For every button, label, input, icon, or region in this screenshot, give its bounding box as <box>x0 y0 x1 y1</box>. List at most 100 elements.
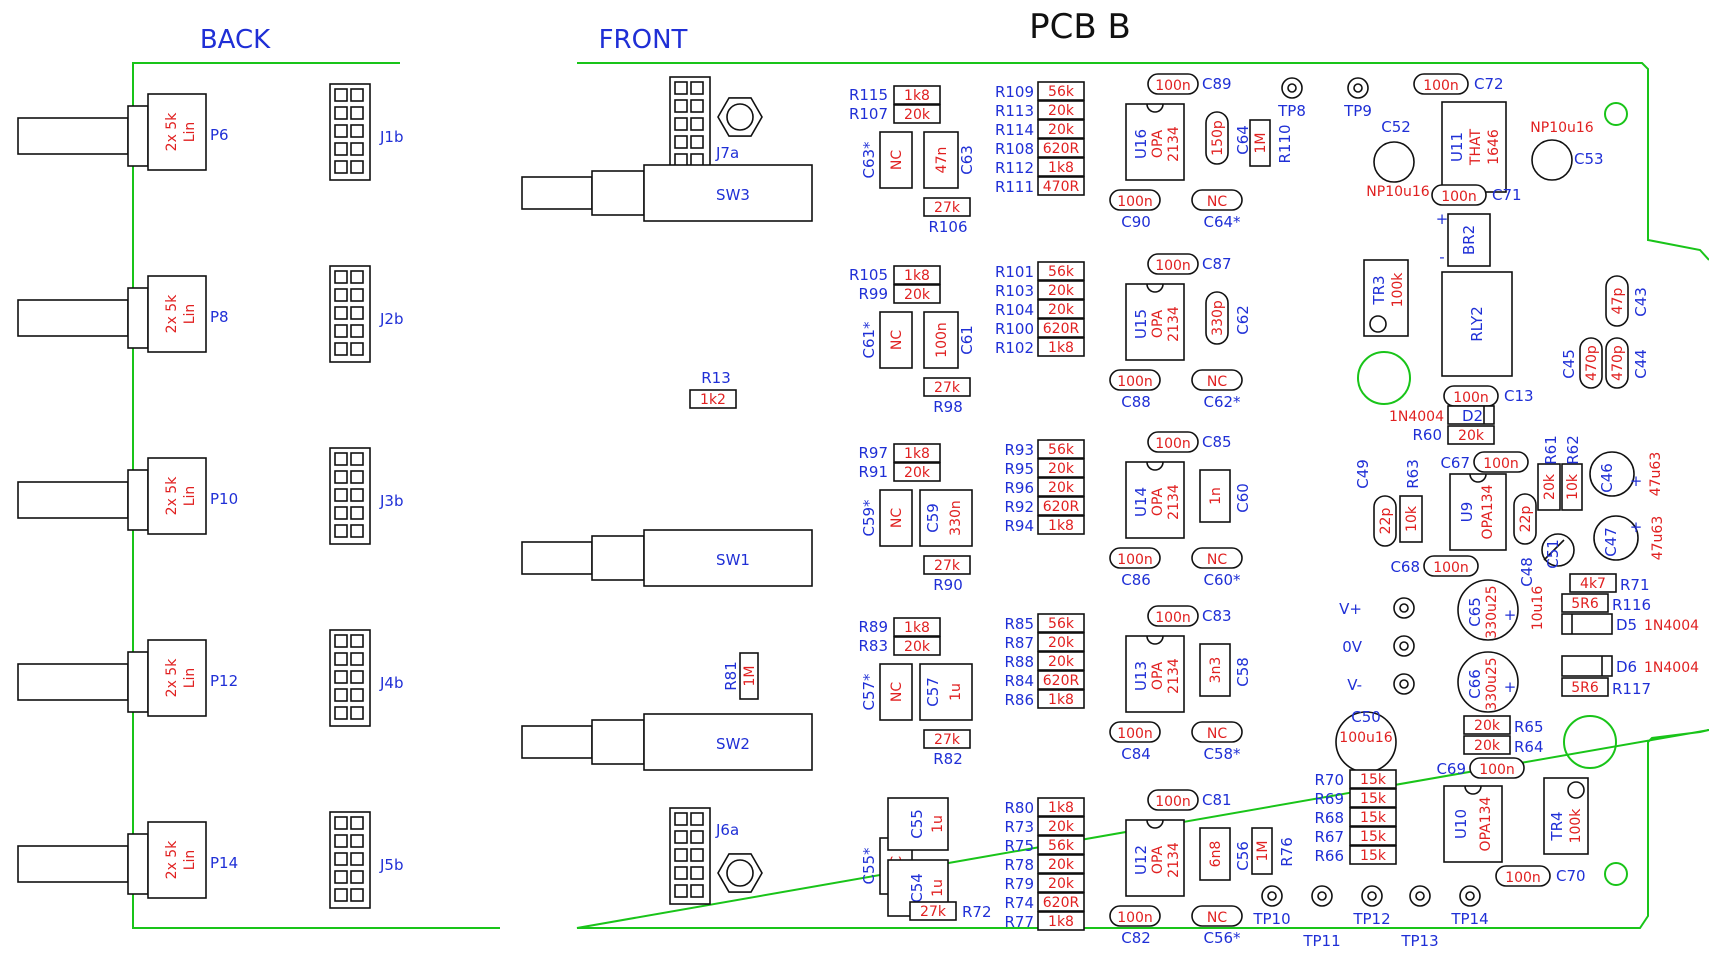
channel-1-r115-value: 1k8 <box>904 88 930 104</box>
channel-5-c-side-body <box>1199 827 1231 881</box>
resistor-r13-ref: R13 <box>701 369 731 387</box>
channel-2-c-bot-body <box>1109 369 1161 391</box>
tp-tp11-label: TP11 <box>1302 932 1340 950</box>
channel-2-r102-ref: R102 <box>995 339 1034 357</box>
channel-3-r93-ref: R93 <box>1004 441 1034 459</box>
c50-ref: C50 <box>1351 708 1381 726</box>
r116-value: 5R6 <box>1571 596 1599 612</box>
channel-5-opamp-ref: U12 <box>1132 845 1150 875</box>
d6-body <box>1561 655 1613 677</box>
pot-p6-shaft <box>17 117 129 155</box>
channel-5-r74-ref: R74 <box>1004 894 1034 912</box>
c65-plus: + <box>1504 606 1517 624</box>
channel-5-rbottom-body <box>909 901 957 921</box>
header-j6a-pin <box>690 884 704 898</box>
d6-value: 1N4004 <box>1644 660 1699 676</box>
pot-p12-bushing <box>127 651 149 713</box>
r117-body <box>1561 677 1609 697</box>
channel-2-rbottom-body <box>923 377 971 397</box>
r63-ref: R63 <box>1404 459 1422 489</box>
channel-4-r85-ref: R85 <box>1004 615 1034 633</box>
channel-5-cap-nc-ref: C55* <box>860 847 878 885</box>
c66-body <box>1457 651 1519 713</box>
pot-p6-value: 2x 5k <box>164 112 180 152</box>
pot-p6-taper: Lin <box>182 122 198 143</box>
channel-1-cap-nc-value: NC <box>889 150 905 170</box>
channel-4-rbottom-value: 27k <box>934 732 961 748</box>
channel-1-r112-value: 1k8 <box>1048 160 1074 176</box>
front-board-outline <box>576 62 1709 929</box>
channel-1-extra-ref: R110 <box>1276 124 1294 163</box>
channel-1-opamp-l1: OPA <box>1150 130 1166 159</box>
pot-p12-ref: P12 <box>210 672 238 690</box>
channel-3-cap-nc-ref: C59* <box>860 499 878 537</box>
header-j2b-pin <box>334 324 348 338</box>
header-j4b-pin <box>350 670 364 684</box>
channel-5-r78-ref: R78 <box>1004 856 1034 874</box>
channel-2-c-nc-value: NC <box>1207 374 1227 390</box>
channel-4-r85-body <box>1037 613 1085 633</box>
r62-value: 10k <box>1565 473 1581 500</box>
channel-5-c-side-ref: C56 <box>1234 841 1252 871</box>
channel-5-c55-body <box>887 797 949 851</box>
channel-1-r108-ref: R108 <box>995 140 1034 158</box>
switch-sw3-lever <box>521 176 593 210</box>
header-j1b-pin <box>334 124 348 138</box>
channel-3-r97-ref: R97 <box>858 444 888 462</box>
channel-4-r86-ref: R86 <box>1004 691 1034 709</box>
channel-5-c55-ref: C55 <box>908 809 926 839</box>
header-j5b-pin <box>350 816 364 830</box>
c72-body <box>1413 73 1469 95</box>
c13-ref: C13 <box>1504 387 1534 405</box>
channel-5-r73-value: 20k <box>1048 819 1075 835</box>
channel-3-r95-body <box>1037 458 1085 478</box>
c13-value: 100n <box>1453 390 1489 406</box>
c70-ref: C70 <box>1556 867 1586 885</box>
c70-body <box>1495 865 1551 887</box>
header-j7a-ref: J7a <box>715 144 739 162</box>
channel-5-r75-body <box>1037 835 1085 855</box>
channel-2-r99-value: 20k <box>904 287 931 303</box>
channel-2-c-side-value: 330p <box>1210 300 1226 336</box>
channel-2-r103-value: 20k <box>1048 283 1075 299</box>
r63-body <box>1399 495 1423 543</box>
header-j3b-pin <box>334 524 348 538</box>
channel-3-opamp-body <box>1125 461 1185 539</box>
channel-2-rbottom-value: 27k <box>934 380 961 396</box>
channel-2-cap-nc-ref: C61* <box>860 321 878 359</box>
switch-sw2-body <box>643 713 813 771</box>
r71-value: 4k7 <box>1580 576 1606 592</box>
channel-3-r93-body <box>1037 439 1085 459</box>
header-j1b-pin <box>334 160 348 174</box>
channel-2-rbottom-ref: R98 <box>933 398 963 416</box>
header-j5b-pin <box>334 852 348 866</box>
channel-5-c-top-value: 100n <box>1155 794 1191 810</box>
channel-4-c-side-value: 3n3 <box>1208 657 1224 684</box>
channel-3-c-side-body <box>1199 469 1231 523</box>
pot-p10-taper: Lin <box>182 486 198 507</box>
c71-body <box>1431 184 1487 206</box>
channel-4-r89-body <box>893 617 941 637</box>
u11-ref: U11 <box>1448 132 1466 162</box>
header-j6a-pin <box>690 866 704 880</box>
tp-tp14-center <box>1465 891 1475 901</box>
rly2-ref: RLY2 <box>1468 306 1486 342</box>
channel-3-c-nc-value: NC <box>1207 552 1227 568</box>
channel-1-r113-ref: R113 <box>995 102 1034 120</box>
pot-p10-bushing <box>127 469 149 531</box>
rs-r70-ref: R70 <box>1314 771 1344 789</box>
pot-p14-value: 2x 5k <box>164 840 180 880</box>
channel-1-c-nc-ref: C64* <box>1203 213 1241 231</box>
channel-1-cap-nc-body <box>879 131 913 189</box>
header-j1b-pin <box>334 88 348 102</box>
header-j2b-pin <box>334 306 348 320</box>
channel-4-rbottom-body <box>923 729 971 749</box>
channel-2-r99-ref: R99 <box>858 285 888 303</box>
u11-l2: 1646 <box>1486 129 1502 165</box>
pot-p12-value: 2x 5k <box>164 658 180 698</box>
header-j2b-pin <box>350 306 364 320</box>
header-j5b-pin <box>350 888 364 902</box>
channel-4-rbottom-ref: R82 <box>933 750 963 768</box>
channel-3-r97-value: 1k8 <box>904 446 930 462</box>
